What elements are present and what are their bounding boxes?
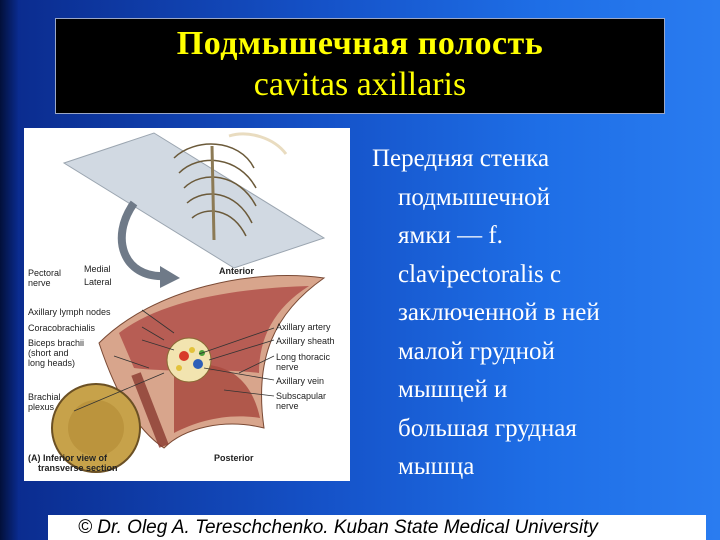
- label-posterior: Posterior: [214, 453, 254, 463]
- copyright-footer: © Dr. Oleg A. Tereschchenko. Kuban State…: [48, 515, 706, 540]
- label-long-thoracic-nerve: Long thoracic: [276, 352, 331, 362]
- label-subscapular-nerve: Subscapular: [276, 391, 326, 401]
- label-inferior-view: (A) Inferior view of: [28, 453, 108, 463]
- label-axillary-vein: Axillary vein: [276, 376, 324, 386]
- label-long-thoracic-nerve-2: nerve: [276, 362, 299, 372]
- body-text: Передняя стенка подмышечной ямки — f. cl…: [372, 140, 702, 487]
- label-coracobrachialis: Coracobrachialis: [28, 323, 96, 333]
- slide-subtitle: cavitas axillaris: [56, 65, 664, 105]
- label-biceps-2: (short and: [28, 348, 69, 358]
- label-brachial-plexus: Brachial: [28, 392, 61, 402]
- text-line: мышцей и: [372, 371, 702, 410]
- label-pectoral-nerve-2: nerve: [28, 278, 51, 288]
- label-brachial-plexus-2: plexus: [28, 402, 55, 412]
- slide-title: Подмышечная полость: [56, 23, 664, 65]
- label-pectoral-nerve: Pectoral: [28, 268, 61, 278]
- label-axillary-artery: Axillary artery: [276, 322, 331, 332]
- anatomy-figure: Pectoral nerve Medial Lateral Anterior A…: [24, 128, 350, 481]
- text-line: заключенной в ней: [372, 294, 702, 333]
- arrow-head: [160, 266, 180, 288]
- label-medial: Medial: [84, 264, 111, 274]
- text-line: Передняя стенка: [372, 140, 702, 179]
- label-anterior: Anterior: [219, 266, 255, 276]
- text-line: мышца: [372, 448, 702, 487]
- text-line: ямки — f.: [372, 217, 702, 256]
- label-inferior-view-2: transverse section: [38, 463, 118, 473]
- label-lateral: Lateral: [84, 277, 112, 287]
- label-axillary-sheath: Axillary sheath: [276, 336, 335, 346]
- text-line: подмышечной: [372, 179, 702, 218]
- text-line: clavipectoralis с: [372, 256, 702, 295]
- text-line: малой грудной: [372, 333, 702, 372]
- label-subscapular-nerve-2: nerve: [276, 401, 299, 411]
- axilla-illustration: Pectoral nerve Medial Lateral Anterior A…: [24, 128, 350, 481]
- text-line: большая грудная: [372, 410, 702, 449]
- label-biceps-3: long heads): [28, 358, 75, 368]
- label-biceps: Biceps brachii: [28, 338, 84, 348]
- title-box: Подмышечная полость cavitas axillaris: [55, 18, 665, 114]
- left-edge-band: [0, 0, 18, 540]
- label-axillary-lymph-nodes: Axillary lymph nodes: [28, 307, 111, 317]
